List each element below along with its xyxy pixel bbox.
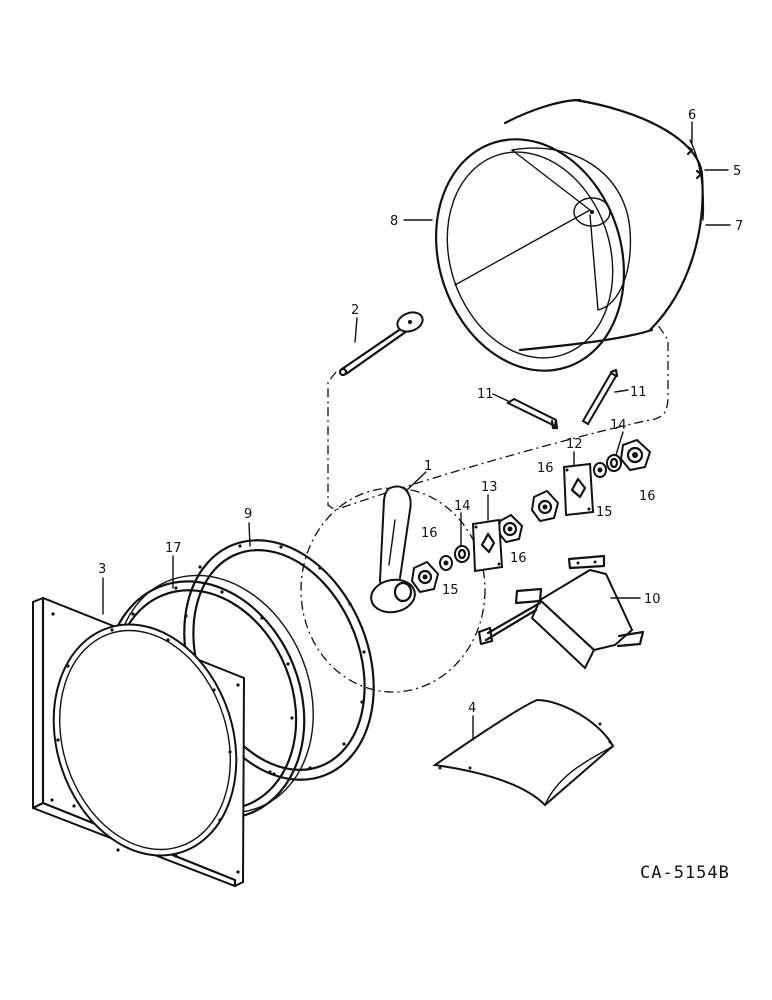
callout-1: 1: [424, 459, 432, 474]
callout-2: 2: [351, 303, 359, 318]
fan-housing-drum: [434, 98, 705, 372]
leader-lines: [102, 121, 731, 741]
callout-14-left: 14: [454, 499, 471, 514]
callout-3: 3: [98, 562, 106, 577]
callout-6: 6: [688, 108, 696, 123]
callout-labels: 6 5 7 8 2 11 11 12 14 16 15 16 1 13 14 1…: [98, 108, 743, 716]
callout-4: 4: [468, 701, 476, 716]
callout-7: 7: [735, 219, 743, 234]
callout-14-right: 14: [610, 418, 627, 433]
bearing-flange-left: [410, 560, 440, 594]
callout-16-left: 16: [421, 526, 438, 541]
washer-right: [606, 454, 622, 472]
callout-16-right: 16: [639, 489, 656, 504]
curved-shield: [432, 698, 615, 807]
fan-shaft: [338, 311, 424, 377]
brace-left: [505, 397, 559, 430]
collar-right: [593, 462, 607, 478]
frame-plate: [31, 596, 246, 888]
callout-16-mid-right: 16: [537, 461, 554, 476]
bearing-flange-mid-left: [496, 513, 524, 544]
reference-code: CA-5154B: [640, 863, 730, 883]
callout-17: 17: [165, 541, 182, 556]
assembly-line: [327, 324, 669, 511]
fan-blade: [300, 485, 486, 693]
mounting-plate-12: [562, 462, 595, 517]
callout-11-left: 11: [477, 387, 494, 402]
support-bracket: [477, 554, 645, 670]
callout-12: 12: [566, 437, 583, 452]
callout-15-left: 15: [442, 583, 459, 598]
callout-10: 10: [644, 592, 661, 607]
callout-11-right: 11: [630, 385, 647, 400]
callout-15-right: 15: [596, 505, 613, 520]
washer-left: [454, 545, 470, 563]
callout-13: 13: [481, 480, 498, 495]
callout-8: 8: [390, 214, 398, 229]
callout-5: 5: [733, 164, 741, 179]
collar-left: [439, 555, 453, 571]
mounting-plate-13: [471, 518, 504, 573]
callout-9: 9: [244, 507, 252, 522]
brace-right: [581, 368, 619, 426]
bearing-flange-mid-right: [530, 489, 560, 523]
bearing-flange-right: [619, 438, 652, 472]
callout-16-mid-left: 16: [510, 551, 527, 566]
